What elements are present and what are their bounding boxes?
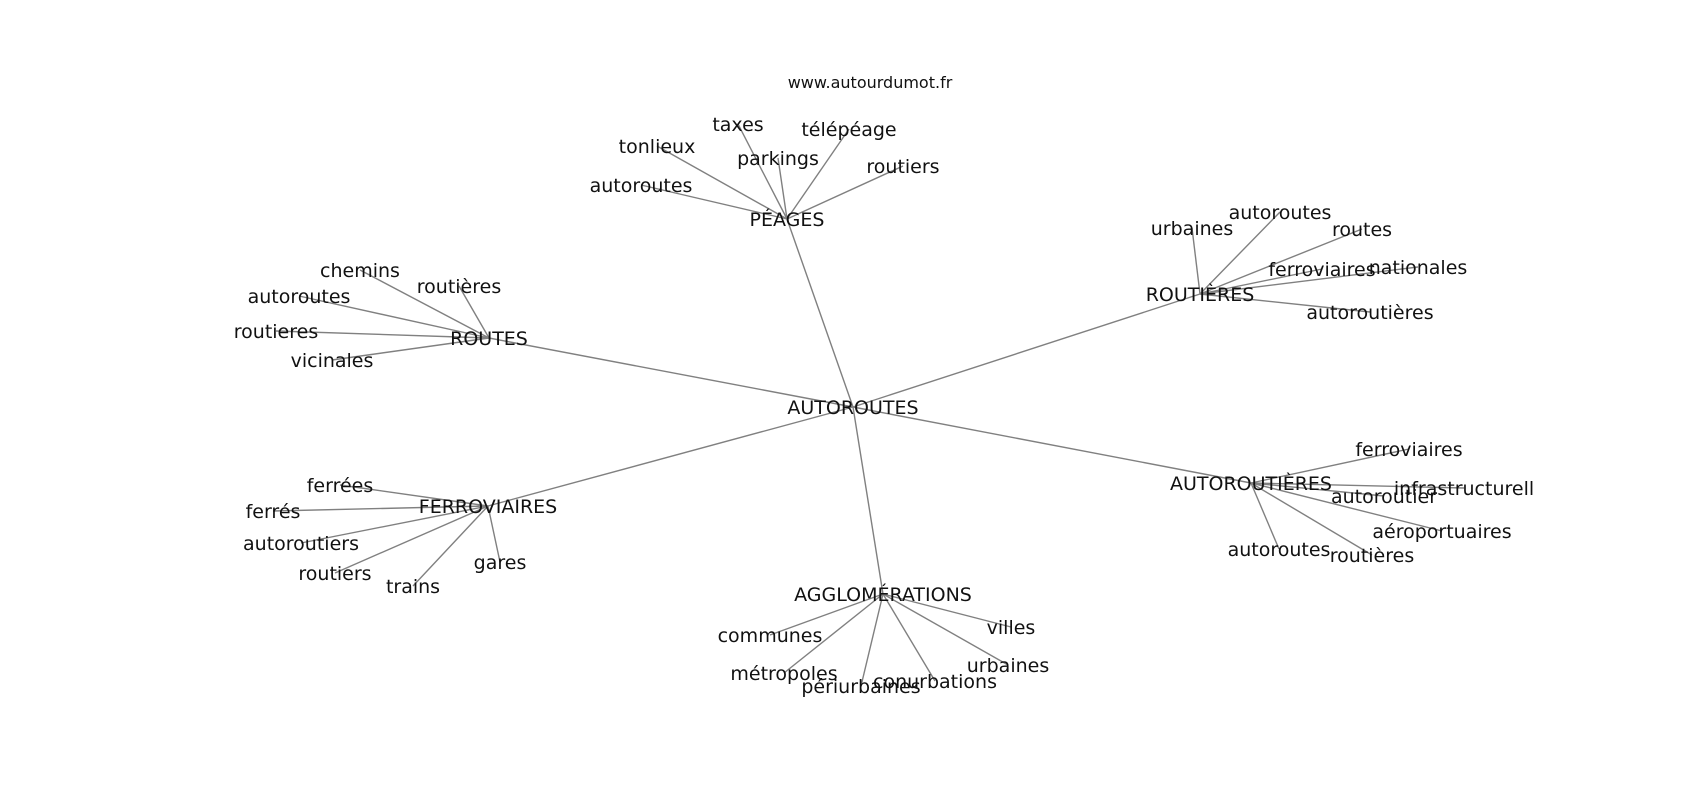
edge-hub-leaf bbox=[737, 123, 788, 220]
edge-hub-leaf bbox=[786, 128, 850, 220]
hub-node-label: ROUTIÈRES bbox=[1146, 283, 1255, 306]
leaf-node-label: ferrés bbox=[246, 501, 301, 523]
leaf-node-label: autoroutes bbox=[1229, 202, 1332, 224]
leaf-node-label: taxes bbox=[712, 114, 763, 136]
edge-center-hub bbox=[488, 337, 854, 408]
leaf-node-label: ferrées bbox=[307, 475, 374, 497]
edge-center-hub bbox=[487, 406, 854, 507]
edge-hub-leaf bbox=[786, 165, 904, 220]
edge-hub-leaf bbox=[769, 593, 884, 636]
leaf-node-label: télépéage bbox=[801, 119, 896, 141]
edge-hub-leaf bbox=[339, 484, 489, 507]
leaf-node-label: autoroutes bbox=[248, 286, 351, 308]
leaf-node-label: ferroviaires bbox=[1268, 259, 1375, 281]
edge-hub-leaf bbox=[359, 269, 490, 339]
labels: AUTOROUTES PÉAGES taxes télépéage tonlieux pa… bbox=[234, 114, 1534, 698]
edge-hub-leaf bbox=[882, 593, 1012, 628]
leaf-node-label: parkings bbox=[737, 148, 819, 170]
hub-node-label: FERROVIAIRES bbox=[419, 496, 557, 518]
hub-node-label: ROUTES bbox=[450, 328, 528, 350]
leaf-node-label: chemins bbox=[320, 260, 400, 282]
edge-hub-leaf bbox=[298, 295, 490, 339]
edge-hub-leaf bbox=[331, 337, 490, 361]
edge-center-hub bbox=[852, 293, 1201, 408]
edge-center-hub bbox=[786, 218, 854, 408]
leaf-node-label: autoroutières bbox=[1306, 302, 1433, 324]
leaf-node-label: vicinales bbox=[291, 350, 374, 372]
edge-hub-leaf bbox=[1250, 482, 1385, 497]
edge-hub-leaf bbox=[1199, 228, 1363, 295]
edge-hub-leaf bbox=[487, 505, 501, 563]
leaf-node-label: ferroviaires bbox=[1355, 439, 1462, 461]
leaf-node-label: trains bbox=[386, 576, 440, 598]
leaf-node-label: routiers bbox=[298, 563, 371, 585]
edge-hub-leaf bbox=[1199, 266, 1419, 295]
edge-hub-leaf bbox=[882, 593, 1009, 666]
leaf-node-label: routes bbox=[1332, 219, 1392, 241]
edge-hub-leaf bbox=[458, 285, 490, 339]
edge-hub-leaf bbox=[777, 157, 788, 220]
leaf-node-label: autoroutiers bbox=[243, 533, 359, 555]
edge-hub-leaf bbox=[1250, 448, 1410, 484]
leaf-node-label: routières bbox=[417, 276, 501, 298]
edge-hub-leaf bbox=[275, 330, 490, 339]
edge-hub-leaf bbox=[1199, 268, 1323, 295]
edge-hub-leaf bbox=[412, 505, 489, 587]
edge-hub-leaf bbox=[640, 184, 788, 220]
leaf-node-label: autoroutes bbox=[590, 175, 693, 197]
leaf-node-label: aéroportuaires bbox=[1372, 521, 1511, 543]
edge-hub-leaf bbox=[1250, 482, 1465, 489]
leaf-node-label: conurbations bbox=[873, 671, 997, 693]
edge-hub-leaf bbox=[1250, 482, 1443, 532]
leaf-node-label: autoroutier bbox=[1331, 486, 1437, 508]
leaf-node-label: routiers bbox=[866, 156, 939, 178]
hub-node-label: AUTOROUTIÈRES bbox=[1170, 472, 1332, 495]
center-node-label: AUTOROUTES bbox=[787, 397, 918, 419]
leaf-node-label: routieres bbox=[234, 321, 318, 343]
edge-hub-leaf bbox=[656, 145, 788, 220]
leaf-node-label: périurbaines bbox=[801, 676, 920, 698]
leaf-node-label: tonlieux bbox=[619, 136, 696, 158]
leaf-node-label: villes bbox=[987, 617, 1036, 639]
edge-hub-leaf bbox=[783, 593, 884, 674]
hub-node-label: PÉAGES bbox=[750, 208, 825, 231]
edge-hub-leaf bbox=[1199, 293, 1371, 313]
leaf-node-label: urbaines bbox=[967, 655, 1049, 677]
edge-hub-leaf bbox=[272, 505, 489, 512]
leaf-node-label: nationales bbox=[1369, 257, 1468, 279]
leaf-node-label: communes bbox=[718, 625, 823, 647]
source-url: www.autourdumot.fr bbox=[788, 73, 953, 92]
edge-center-hub bbox=[852, 406, 1252, 484]
edge-hub-leaf bbox=[860, 593, 884, 687]
edge-hub-leaf bbox=[1250, 482, 1280, 550]
leaf-node-label: autoroutes bbox=[1228, 539, 1331, 561]
edge-hub-leaf bbox=[1199, 211, 1281, 295]
edge-hub-leaf bbox=[882, 593, 936, 682]
edge-hub-leaf bbox=[334, 505, 489, 574]
leaf-node-label: infrastructurell bbox=[1394, 478, 1534, 500]
hub-node-label: AGGLOMÉRATIONS bbox=[794, 583, 972, 606]
edge-hub-leaf bbox=[1191, 227, 1201, 295]
leaf-node-label: urbaines bbox=[1151, 218, 1233, 240]
edge-hub-leaf bbox=[1250, 482, 1373, 556]
leaf-node-label: gares bbox=[474, 552, 527, 574]
edge-center-hub bbox=[852, 406, 884, 595]
leaf-node-label: routières bbox=[1330, 545, 1414, 567]
edges bbox=[272, 123, 1465, 687]
edge-hub-leaf bbox=[300, 505, 489, 544]
leaf-node-label: métropoles bbox=[730, 663, 837, 685]
